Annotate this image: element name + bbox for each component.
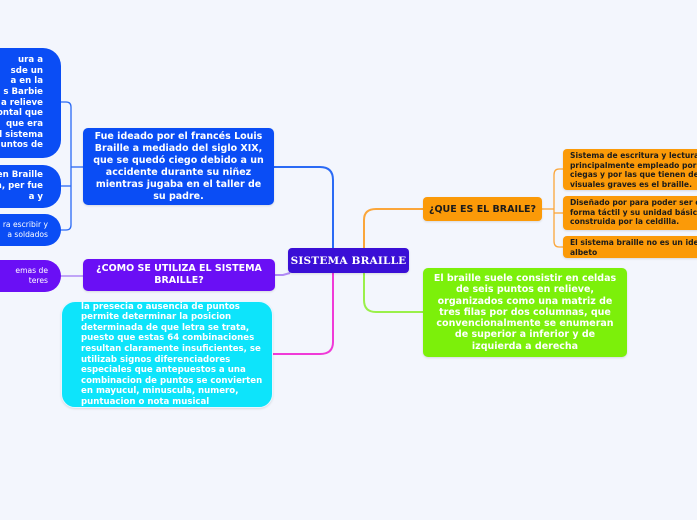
subtopic-text: ra escribir y a soldados bbox=[2, 220, 48, 239]
subtopic-node-ideado-2[interactable]: en Braille a, per fue a y bbox=[0, 165, 61, 208]
topic-label-celdas: El braille suele consistir en celdas de … bbox=[433, 272, 617, 352]
subtopic-text: emas de teres bbox=[15, 266, 48, 285]
subtopic-node-ideado-3[interactable]: ra escribir y a soldados bbox=[0, 214, 61, 246]
topic-node-como-se-utiliza[interactable]: ¿COMO SE UTILIZA EL SISTEMA BRAILLE? bbox=[83, 259, 275, 291]
topic-label-como-se-utiliza: ¿COMO SE UTILIZA EL SISTEMA BRAILLE? bbox=[96, 263, 262, 286]
topic-label-que-es-el-braile: ¿QUE ES EL BRAILE? bbox=[428, 203, 537, 215]
subtopic-node-que-1[interactable]: Sistema de escritura y lectura principal… bbox=[563, 149, 697, 190]
topic-node-presecia[interactable]: la presecia o ausencia de puntos permite… bbox=[61, 301, 273, 408]
central-topic-label: SISTEMA BRAILLE bbox=[290, 254, 407, 267]
subtopic-text: ura a sde un a en la s Barbie a relieve … bbox=[0, 54, 43, 151]
topic-label-presecia: la presecia o ausencia de puntos permite… bbox=[81, 301, 263, 407]
subtopic-text: en Braille a, per fue a y bbox=[0, 170, 43, 202]
topic-label-ideado: Fue ideado por el francés Louis Braille … bbox=[93, 130, 264, 202]
subtopic-node-ideado-1[interactable]: ura a sde un a en la s Barbie a relieve … bbox=[0, 48, 61, 158]
subtopic-node-que-2[interactable]: Diseñado por para poder ser exp forma tá… bbox=[563, 196, 697, 230]
subtopic-node-que-3[interactable]: El sistema braille no es un ideon albeto bbox=[563, 236, 697, 258]
topic-node-que-es-el-braile[interactable]: ¿QUE ES EL BRAILE? bbox=[423, 197, 542, 221]
subtopic-node-como-1[interactable]: emas de teres bbox=[0, 260, 61, 292]
central-topic-node[interactable]: SISTEMA BRAILLE bbox=[288, 248, 409, 273]
topic-node-ideado[interactable]: Fue ideado por el francés Louis Braille … bbox=[83, 128, 274, 205]
topic-node-celdas[interactable]: El braille suele consistir en celdas de … bbox=[423, 268, 627, 357]
